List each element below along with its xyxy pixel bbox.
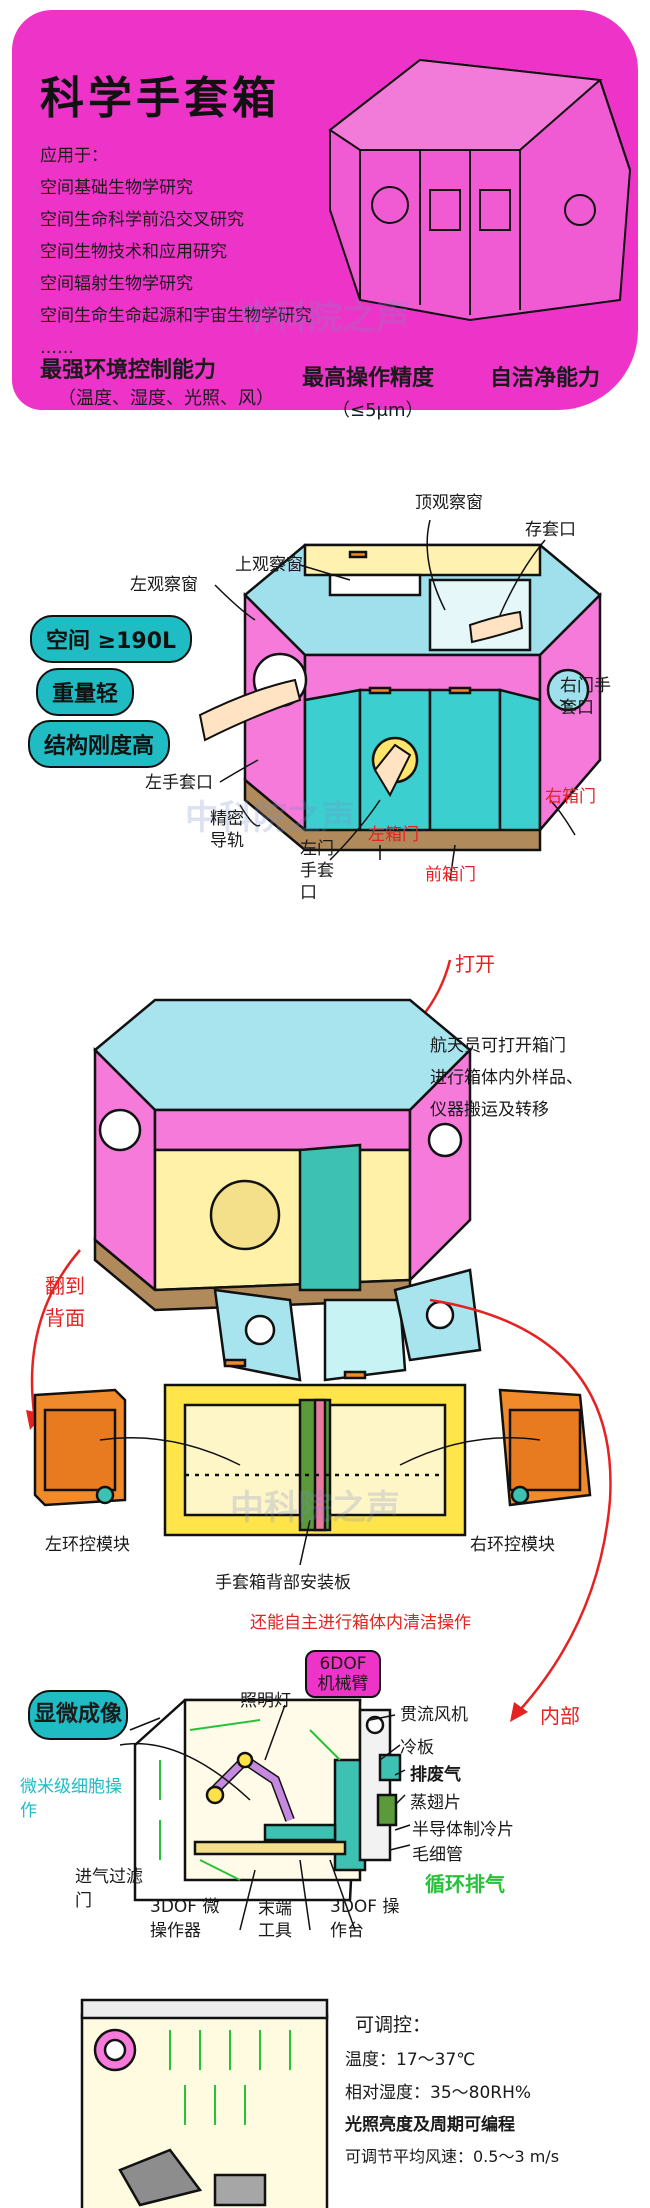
app-item: 空间辐射生物学研究: [40, 274, 193, 294]
label-3dof-table: 3DOF 操作台: [330, 1897, 400, 1941]
label-3dof-manipulator: 3DOF 微操作器: [150, 1897, 220, 1941]
label-back-panel: 手套箱背部安装板: [215, 1573, 351, 1593]
open-desc-line: 进行箱体内外样品、: [430, 1068, 583, 1088]
app-item: ……: [40, 338, 74, 358]
capability-self-clean: 自洁净能力: [490, 366, 601, 391]
label-right-door-port: 右门手套口: [560, 676, 611, 718]
watermark: 中科院之声: [230, 1488, 400, 1528]
exterior-glovebox-drawing: [243, 543, 602, 852]
back-arrows: [99, 1437, 541, 1566]
controls-temperature: 温度：17～37℃: [345, 2050, 476, 2070]
label-front-door: 前箱门: [425, 865, 476, 885]
detail-airflow: [169, 2030, 291, 2125]
label-arm: 6DOF 机械臂: [305, 1650, 381, 1698]
label-inlet: 进气过滤门: [75, 1867, 143, 1911]
capability-env-control-sub: （温度、湿度、光照、风）: [58, 388, 274, 409]
interior-drawing: [133, 1698, 402, 1902]
controls-wind: 可调节平均风速：0.5～3 m/s: [345, 2147, 560, 2166]
label-fan: 贯流风机: [400, 1705, 468, 1725]
label-left-port: 左手套口: [145, 773, 213, 793]
watermark: 中科院之声: [185, 798, 355, 838]
label-right-door: 右箱门: [545, 787, 596, 807]
capability-precision-sub: （≤5μm）: [332, 400, 424, 421]
exterior-leader-lines: [214, 519, 576, 881]
label-rail: 精密导轨: [210, 809, 244, 851]
label-inside: 内部: [540, 1704, 580, 1728]
capability-precision: 最高操作精度: [302, 366, 435, 391]
label-circulation: 循环排气: [425, 1872, 505, 1896]
feature-rigidity-badge: 结构刚度高: [28, 720, 171, 768]
label-evaporator: 蒸翅片: [410, 1793, 461, 1813]
label-flip: 翻到背面: [45, 1274, 85, 1330]
apply-label: 应用于：: [40, 146, 108, 166]
feature-light-weight-badge: 重量轻: [36, 668, 135, 716]
label-tec: 半导体制冷片: [412, 1820, 514, 1840]
back-view-drawing: [33, 1383, 592, 1537]
airflow-arrows: [159, 1719, 341, 1881]
controls-title: 可调控：: [355, 2014, 432, 2036]
microscope-arrow: [119, 1742, 251, 1801]
controls-humidity: 相对湿度：35～80RH%: [345, 2083, 532, 2103]
inside-arrow: [429, 1298, 612, 1711]
detail-drawing: [80, 1998, 329, 2208]
label-self-clean-note: 还能自主进行箱体内清洁操作: [250, 1613, 471, 1633]
feature-volume-badge: 空间 ≥190L: [30, 615, 193, 663]
glove-hands: [198, 610, 524, 798]
interior-leader-lines: [129, 1704, 411, 1931]
label-light: 照明灯: [240, 1691, 291, 1711]
label-exhaust: 排废气: [410, 1765, 461, 1785]
open-glovebox-drawing: [93, 998, 482, 1382]
label-micro-op: 微米级细胞操作: [20, 1777, 122, 1821]
app-item: 空间生物技术和应用研究: [40, 242, 227, 262]
app-item: 空间生命科学前沿交叉研究: [40, 210, 244, 230]
applications-list: 应用于： 空间基础生物学研究 空间生命科学前沿交叉研究 空间生物技术和应用研究 …: [40, 140, 312, 364]
label-left-door-port: 左门手套口: [300, 839, 334, 903]
label-storage-port: 存套口: [525, 520, 576, 540]
microscope-badge: 显微成像: [28, 1690, 128, 1740]
label-left-window: 左观察窗: [130, 575, 198, 595]
capability-env-control: 最强环境控制能力: [40, 358, 217, 383]
page-title: 科学手套箱: [40, 73, 280, 124]
flip-arrow: [30, 1249, 81, 1421]
open-desc-line: 仪器搬运及转移: [430, 1100, 549, 1120]
label-capillary: 毛细管: [412, 1845, 463, 1865]
watermark: 中科院之声: [240, 298, 410, 338]
label-right-module: 右环控模块: [470, 1535, 555, 1555]
label-open: 打开: [455, 952, 495, 976]
label-tool: 末端工具: [258, 1899, 292, 1941]
open-description: 航天员可打开箱门 进行箱体内外样品、 仪器搬运及转移: [430, 1030, 583, 1126]
label-top-window: 顶观察窗: [415, 493, 483, 513]
controls-light: 光照亮度及周期可编程: [345, 2115, 515, 2135]
app-item: 空间基础生物学研究: [40, 178, 193, 198]
label-upper-window: 上观察窗: [235, 555, 303, 575]
app-item: 空间生命生命起源和宇宙生物学研究: [40, 306, 312, 326]
label-left-door: 左箱门: [368, 825, 419, 845]
label-left-module: 左环控模块: [45, 1535, 130, 1555]
label-cold-plate: 冷板: [400, 1738, 434, 1758]
open-desc-line: 航天员可打开箱门: [430, 1036, 566, 1056]
header-glovebox-drawing: [328, 58, 632, 322]
